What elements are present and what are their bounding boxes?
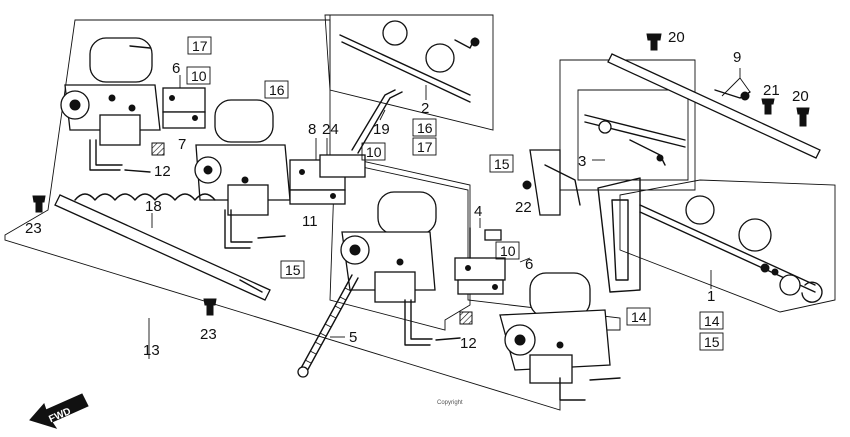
carburetor-3 — [340, 191, 461, 346]
callout-23b: 23 — [200, 326, 217, 343]
part-24-block — [319, 154, 366, 178]
center-frame — [329, 154, 471, 331]
part-1-linkage — [639, 195, 823, 303]
boxed-16a: 16 — [264, 80, 289, 99]
callout-20a: 20 — [668, 29, 685, 46]
callout-5: 5 — [349, 329, 357, 346]
callout-9: 9 — [733, 49, 741, 66]
part-3-frame — [559, 59, 696, 191]
part-2-plate — [339, 20, 480, 103]
part-12-jet-b — [459, 311, 473, 325]
svg-text:17: 17 — [417, 139, 433, 155]
boxed-15a: 15 — [489, 154, 514, 173]
part-2-frame — [324, 14, 494, 131]
callout-7: 7 — [178, 136, 186, 153]
svg-text:10: 10 — [191, 68, 207, 84]
carburetor-4 — [499, 272, 621, 401]
svg-text:10: 10 — [366, 144, 382, 160]
callout-19: 19 — [373, 121, 390, 138]
fwd-arrow-icon: FWD — [29, 393, 89, 429]
callout-24: 24 — [322, 121, 339, 138]
callout-21: 21 — [763, 82, 780, 99]
svg-text:16: 16 — [269, 82, 285, 98]
boxed-17b: 17 — [412, 137, 437, 156]
copyright-text: Copyright — [437, 400, 463, 406]
boxed-14a: 14 — [626, 307, 651, 326]
svg-text:14: 14 — [704, 313, 720, 329]
part-20-screw-b — [796, 107, 810, 127]
part-13-18-shaft — [54, 193, 271, 301]
callout-8: 8 — [308, 121, 316, 138]
leader-lines — [148, 68, 751, 359]
part-12-jet-a — [151, 142, 165, 156]
boxed-15b: 15 — [280, 260, 305, 279]
part-6-7-linkage — [162, 87, 206, 129]
part-4-6-linkage — [454, 227, 506, 295]
boxed-14b: 14 — [699, 311, 724, 330]
boxed-15c: 15 — [699, 332, 724, 351]
callout-23a: 23 — [25, 220, 42, 237]
callout-2: 2 — [421, 100, 429, 117]
callout-12a: 12 — [154, 163, 171, 180]
svg-text:10: 10 — [500, 243, 516, 259]
svg-text:17: 17 — [192, 38, 208, 54]
svg-text:14: 14 — [631, 309, 647, 325]
carburetor-2 — [194, 99, 291, 249]
callout-4: 4 — [474, 203, 482, 220]
boxed-16b: 16 — [412, 118, 437, 137]
part-23-screw-a — [32, 195, 46, 213]
part-3-inner-frame — [577, 89, 689, 181]
part-1-frame — [619, 179, 836, 313]
callout-3: 3 — [578, 153, 586, 170]
part-23-screw-b — [203, 298, 217, 316]
boxed-10a: 10 — [186, 66, 211, 85]
callout-6b: 6 — [525, 256, 533, 273]
part-21-screw — [761, 98, 775, 115]
callout-20b: 20 — [792, 88, 809, 105]
part-9-rod — [607, 53, 821, 159]
svg-text:15: 15 — [704, 334, 720, 350]
choke-rod — [597, 177, 641, 293]
svg-text:16: 16 — [417, 120, 433, 136]
svg-text:15: 15 — [285, 262, 301, 278]
boxed-17a: 17 — [187, 36, 212, 55]
callout-11: 11 — [302, 213, 318, 230]
part-20-screw-a — [646, 33, 662, 51]
part-5-spring — [297, 274, 359, 378]
callout-18: 18 — [145, 198, 162, 215]
callout-6a: 6 — [172, 60, 180, 77]
callout-12b: 12 — [460, 335, 477, 352]
callout-22: 22 — [515, 199, 532, 216]
part-22-bracket — [522, 149, 581, 216]
carburetor-1 — [60, 37, 161, 173]
part-19-pipe — [351, 89, 403, 154]
callout-13: 13 — [143, 342, 160, 359]
svg-text:15: 15 — [494, 156, 510, 172]
boxed-10c: 10 — [495, 241, 520, 260]
part-3-choke — [584, 114, 686, 166]
callout-1: 1 — [707, 288, 715, 305]
boxed-10b: 10 — [361, 142, 386, 161]
